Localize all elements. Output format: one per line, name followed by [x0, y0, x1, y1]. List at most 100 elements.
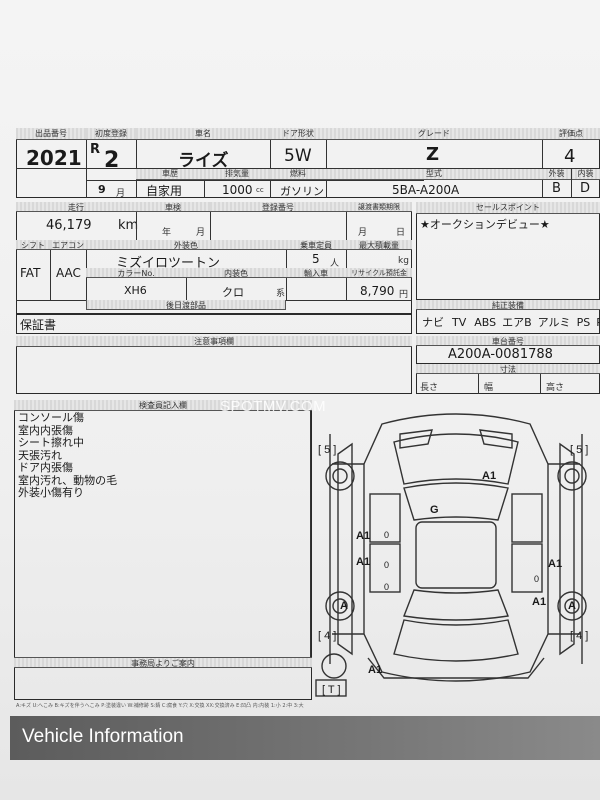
- office-label: 事務局よりご案内: [14, 657, 312, 668]
- zero-mark: 0: [384, 560, 390, 570]
- year-label: 出品番号: [16, 128, 86, 140]
- accessories-value: 保証書: [20, 318, 57, 332]
- max-load-unit: kg: [398, 256, 409, 266]
- exterior-color-value: ミズイロツートン: [116, 256, 221, 271]
- recycle-value: 8,790: [360, 284, 395, 298]
- footer-title: Vehicle Information: [22, 726, 184, 747]
- tire-marker: [ T ]: [322, 684, 341, 696]
- damage-mark: A1: [482, 470, 497, 482]
- zero-mark: 0: [534, 574, 540, 584]
- door-label: ドア形状: [270, 128, 326, 140]
- model-label: 型式: [326, 168, 542, 180]
- interior-color-value: クロ: [222, 286, 244, 299]
- registration-date-label: 初度登録: [86, 128, 136, 140]
- equipment-item: アルミ: [537, 316, 571, 329]
- equipment-item: ABS: [474, 316, 497, 329]
- footer-banner: Vehicle Information: [10, 716, 600, 760]
- capacity-value: 5: [312, 252, 320, 266]
- reg-month-value: 9: [98, 183, 106, 196]
- chassis-value: A200A-0081788: [448, 347, 553, 362]
- damage-mark: A1: [356, 556, 371, 568]
- damage-mark: A1: [356, 530, 371, 542]
- remark-line: 室内内張傷: [18, 423, 73, 437]
- inspection-month-unit: 月: [196, 228, 206, 238]
- usage-value: 自家用: [146, 184, 183, 198]
- capacity-label: 乗車定員: [286, 240, 346, 250]
- exterior-color-label: 外装色: [86, 240, 286, 250]
- remark-line: 室内汚れ、動物の毛: [18, 473, 118, 487]
- remark-line: シート擦れ中: [18, 436, 84, 449]
- remark-line: 天張汚れ: [18, 448, 62, 462]
- tire-marker: [ 4 ]: [570, 630, 589, 642]
- interior-color-suffix: 系: [276, 289, 286, 299]
- deadline-month-unit: 月: [358, 228, 368, 238]
- equipment-item: TV: [452, 316, 467, 329]
- notes-label: 注意事項欄: [16, 336, 412, 347]
- interior-grade-value: D: [580, 181, 591, 196]
- ac-label: エアコン: [50, 240, 86, 250]
- width-label: 幅: [484, 383, 494, 393]
- deadline-label: 譲渡書類期限: [346, 202, 412, 212]
- import-label: 輸入車: [286, 268, 346, 278]
- grade-label: グレード: [326, 128, 542, 140]
- damage-mark: A1: [548, 558, 563, 570]
- length-label: 長さ: [420, 383, 439, 393]
- inspector-label: 検査員記入欄: [14, 400, 312, 411]
- zero-mark: 0: [384, 530, 390, 540]
- sales-point-label: セールスポイント: [416, 202, 600, 214]
- usage-label: 車歴: [136, 168, 204, 180]
- grade-value: Z: [426, 144, 440, 165]
- era-year-value: 2: [104, 148, 120, 173]
- equipment-item: PS: [576, 316, 591, 329]
- accessories-frame: [16, 314, 412, 334]
- damage-mark: A1: [368, 664, 383, 676]
- damage-legend: A:キズ U:へこみ B:キズを伴うへこみ P:塗装違い W:補修跡 S:錆 C…: [16, 703, 304, 709]
- ac-value: AAC: [56, 266, 81, 280]
- year-value: 2021: [26, 146, 82, 170]
- interior-color-label: 内装色: [186, 268, 286, 278]
- shift-label: シフト: [16, 240, 50, 250]
- exterior-grade-label: 外装: [542, 168, 571, 180]
- shift-value: FAT: [20, 266, 41, 280]
- era-value: R: [90, 142, 101, 157]
- recycle-label: リサイクル預託金: [346, 268, 412, 278]
- car-name-value: ライズ: [178, 151, 229, 171]
- displacement-value: 1000: [222, 183, 253, 197]
- car-name-label: 車名: [136, 128, 270, 140]
- tire-marker: [ 5 ]: [570, 444, 589, 456]
- equipment-list: ナビ TV ABS エアB アルミ PS PW: [422, 314, 600, 330]
- tire-marker: [ 4 ]: [318, 630, 337, 642]
- color-number-value: XH6: [124, 284, 147, 297]
- registration-number-label: 登録番号: [210, 202, 346, 212]
- height-label: 高さ: [546, 383, 565, 393]
- damage-mark: A1: [532, 596, 547, 608]
- equipment-item: PW: [596, 316, 600, 329]
- tire-marker: [ 5 ]: [318, 444, 337, 456]
- inspector-remarks: コンソール傷 室内内張傷 シート擦れ中 天張汚れ ドア内張傷 室内汚れ、動物の毛…: [18, 411, 118, 500]
- max-load-label: 最大積載量: [346, 240, 412, 250]
- score-value: 4: [564, 146, 576, 167]
- exterior-grade-value: B: [552, 181, 561, 196]
- damage-mark: A: [568, 600, 576, 612]
- mileage-label: 走行: [16, 202, 136, 212]
- mileage-value: 46,179: [46, 218, 92, 233]
- equipment-label: 純正装備: [416, 300, 600, 310]
- deadline-day-unit: 日: [396, 228, 406, 238]
- reg-month-unit: 月: [116, 189, 126, 199]
- remark-line: ドア内張傷: [18, 461, 73, 474]
- fuel-label: 燃料: [270, 168, 326, 180]
- recycle-unit: 円: [399, 290, 409, 300]
- remark-line: コンソール傷: [18, 411, 84, 424]
- watermark: SPOTMV.COM: [220, 398, 327, 415]
- inspection-year-unit: 年: [162, 228, 172, 238]
- equipment-item: エアB: [502, 316, 532, 329]
- model-value: 5BA-A200A: [392, 183, 460, 197]
- chassis-label: 車台番号: [416, 336, 600, 346]
- car-damage-diagram: [315, 413, 587, 697]
- color-number-label: カラーNo.: [86, 268, 186, 278]
- displacement-label: 排気量: [204, 168, 270, 180]
- equipment-item: ナビ: [422, 316, 444, 329]
- mileage-unit: km: [118, 218, 139, 233]
- displacement-unit: cc: [256, 186, 264, 194]
